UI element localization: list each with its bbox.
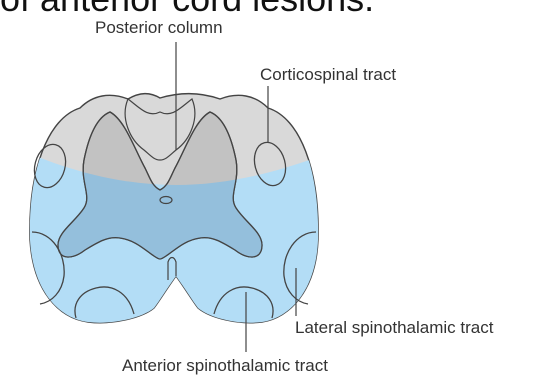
label-anterior-spinothalamic-tract: Anterior spinothalamic tract [122,356,328,376]
label-corticospinal-tract: Corticospinal tract [260,65,396,85]
label-posterior-column: Posterior column [95,18,223,38]
label-lateral-spinothalamic-tract: Lateral spinothalamic tract [295,318,493,338]
